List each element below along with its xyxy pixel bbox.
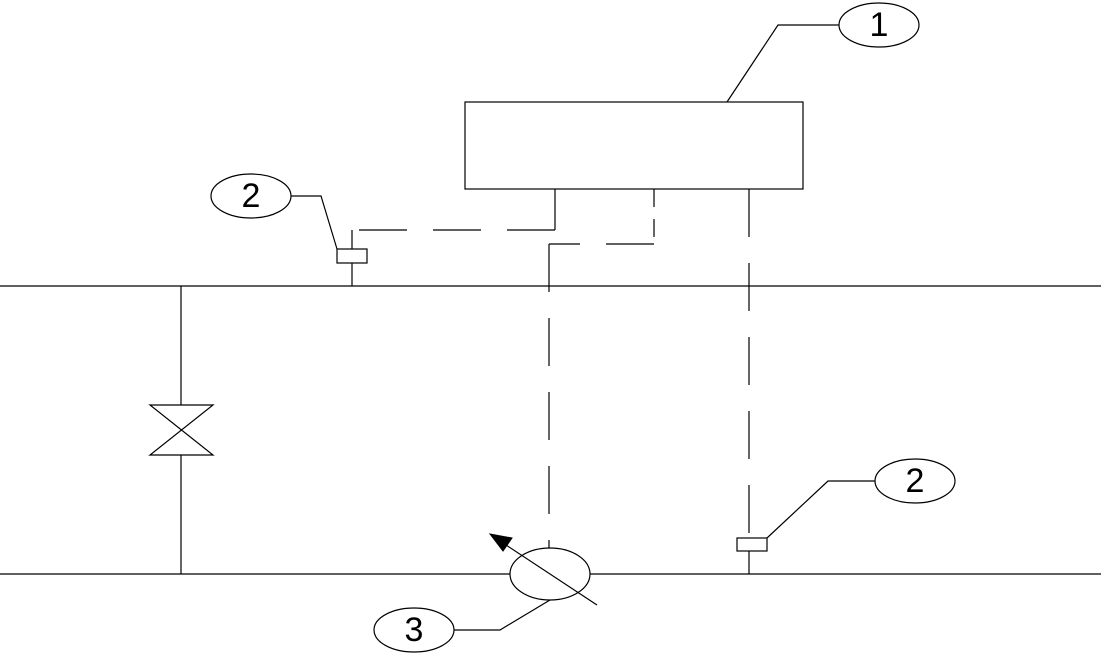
callout-lower-sensor-label: 2 (906, 462, 925, 500)
callout-upper-sensor-label: 2 (242, 177, 261, 215)
lower-sensor (736, 537, 768, 552)
valve-icon (148, 404, 215, 456)
controller-leader (726, 24, 840, 103)
upper-sensor (336, 248, 368, 264)
callout-pump-label: 3 (405, 611, 424, 649)
lower-sensor-leader (766, 480, 876, 539)
callout-controller-label: 1 (870, 6, 889, 44)
upper-sensor-leader (291, 195, 338, 250)
controller-box (464, 101, 804, 190)
callout-upper-sensor: 2 (210, 173, 292, 219)
callout-lower-sensor: 2 (874, 458, 956, 504)
callout-controller: 1 (838, 2, 920, 48)
pump-leader (453, 599, 551, 631)
variable-pump-icon (488, 533, 598, 606)
callout-pump: 3 (373, 607, 455, 653)
